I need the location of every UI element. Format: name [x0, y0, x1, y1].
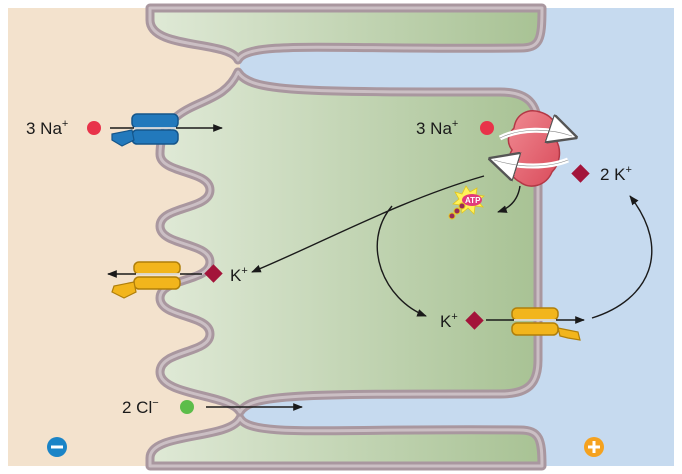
main-cell — [155, 67, 543, 417]
sodium-channel — [111, 113, 179, 147]
potassium-channel-apical — [111, 261, 181, 299]
sodium-label-left: 3 Na+ — [26, 118, 68, 138]
potassium-channel-basolateral — [511, 307, 581, 341]
atp-label: ATP — [465, 196, 481, 205]
plus-circle-icon — [584, 437, 604, 457]
atp-hydrolysis-arrow — [497, 185, 521, 213]
potassium-ion-right — [465, 311, 484, 330]
minus-circle-icon — [47, 437, 67, 457]
chloride-ion — [180, 400, 194, 414]
potassium-recirculation-arrow — [591, 195, 653, 319]
sodium-ion-left — [87, 121, 101, 135]
chloride-label: 2 Cl− — [122, 397, 159, 417]
potassium-to-basolateral-arrow — [376, 205, 427, 317]
sodium-ion-pump — [480, 121, 494, 135]
potassium-label-left: K+ — [230, 265, 248, 285]
potassium-label-right: K+ — [440, 311, 458, 331]
potassium-label-pump: 2 K+ — [600, 164, 632, 184]
sodium-label-pump: 3 Na+ — [416, 118, 458, 138]
atp-molecule: ATP — [448, 185, 485, 220]
potassium-ion-pump — [571, 164, 590, 183]
potassium-ion-left — [204, 264, 223, 283]
potassium-to-apical-arrow — [251, 175, 485, 273]
